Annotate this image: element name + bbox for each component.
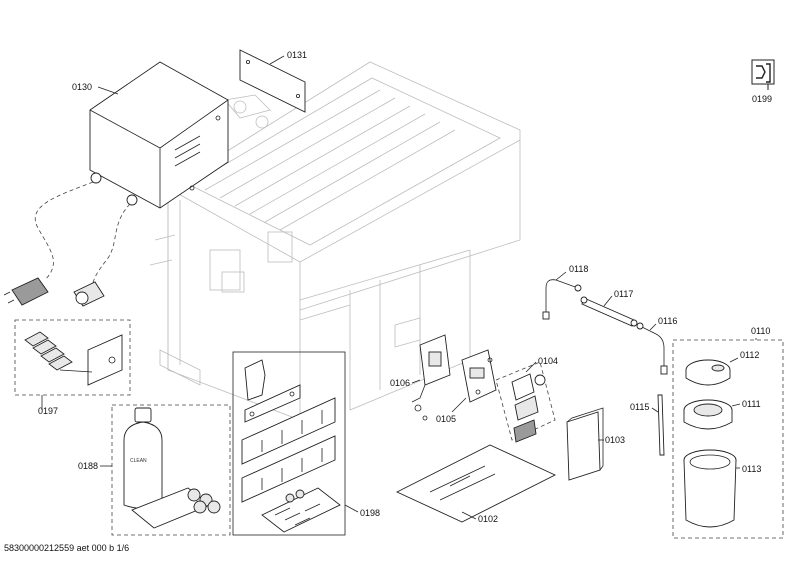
part-0106 [411, 334, 451, 421]
part-0102 [395, 444, 557, 523]
leader-0198 [344, 504, 359, 513]
part-0198-group [232, 351, 346, 536]
power-cords [3, 181, 131, 307]
part-0130-box [89, 61, 229, 209]
part-0118 [542, 279, 582, 320]
label-0188: 0188 [78, 461, 98, 471]
leader-0106 [411, 379, 421, 384]
label-0113: 0113 [742, 464, 761, 474]
part-0110-group [672, 339, 784, 539]
leader-0115 [651, 407, 659, 413]
label-0106: 0106 [390, 378, 410, 388]
label-0131: 0131 [287, 50, 307, 60]
part-0117 [580, 296, 638, 327]
label-0118: 0118 [569, 264, 588, 274]
label-0112: 0112 [740, 350, 759, 360]
label-0104: 0104 [538, 356, 558, 366]
label-0110: 0110 [751, 326, 770, 336]
leader-0131 [269, 55, 285, 65]
leader-0130 [97, 86, 119, 95]
label-0117: 0117 [614, 289, 633, 299]
leader-0116 [649, 323, 657, 331]
part-0103 [566, 407, 604, 481]
leader-0104 [525, 361, 537, 373]
main-housing [149, 61, 521, 421]
part-0131-plate [239, 49, 306, 113]
part-0188-group: CLEAN [111, 404, 231, 536]
leader-0118 [555, 271, 567, 281]
part-0116 [636, 322, 668, 375]
part-0197-group [14, 319, 131, 396]
label-0115: 0115 [630, 402, 649, 412]
document-footer-code: 58300000212559 aet 000 b 1/6 [4, 543, 130, 553]
label-0116: 0116 [658, 316, 677, 326]
leader-0111 [731, 403, 741, 407]
leader-0112 [729, 357, 739, 363]
wrench-tool-icon [751, 59, 775, 90]
label-0103: 0103 [605, 435, 625, 445]
svg-text:CLEAN: CLEAN [130, 458, 147, 464]
part-0104-group [495, 361, 556, 443]
leader-0102 [461, 511, 477, 520]
leader-0105 [451, 397, 467, 413]
part-0115 [657, 394, 665, 456]
label-0130: 0130 [72, 82, 92, 92]
label-0105: 0105 [436, 414, 456, 424]
label-0197: 0197 [38, 406, 58, 416]
leader-0117 [603, 295, 613, 307]
label-0198: 0198 [360, 508, 380, 518]
part-0105 [461, 349, 497, 403]
label-0199: 0199 [752, 94, 772, 104]
label-0111: 0111 [742, 399, 761, 409]
label-0102: 0102 [478, 514, 498, 524]
